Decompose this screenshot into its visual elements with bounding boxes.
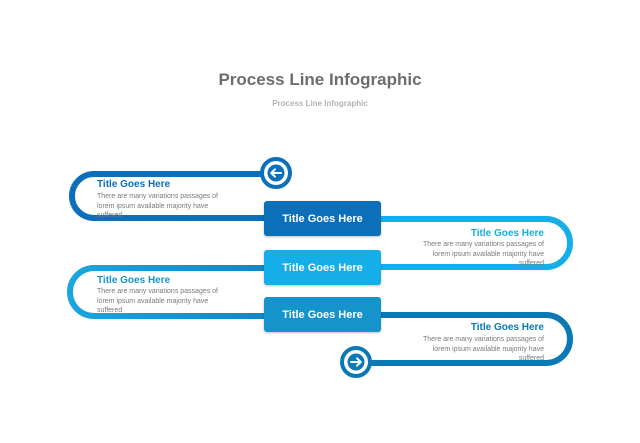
- step-1-title: Title Goes Here: [97, 179, 171, 190]
- step-4-title: Title Goes Here: [470, 322, 544, 333]
- process-line-segment-2: [375, 216, 573, 270]
- step-2-description: There are many variations passages of lo…: [422, 241, 544, 265]
- center-box-3: Title Goes Here: [264, 297, 381, 332]
- arrow-right-circle-icon: [340, 346, 372, 378]
- center-box-1: Title Goes Here: [264, 201, 381, 236]
- page-subtitle: Process Line Infographic: [272, 99, 368, 108]
- step-1-description: There are many variations passages of lo…: [97, 193, 219, 217]
- center-box-2: Title Goes Here: [264, 250, 381, 285]
- step-2-title: Title Goes Here: [470, 228, 544, 239]
- process-line-segment-1: [69, 171, 269, 221]
- process-line-segment-4: [369, 312, 573, 366]
- step-4-description: There are many variations passages of lo…: [422, 336, 544, 360]
- step-3-description: There are many variations passages of lo…: [97, 288, 219, 312]
- process-line-segment-3: [67, 265, 269, 319]
- page-title: Process Line Infographic: [218, 70, 422, 89]
- arrow-left-circle-icon: [260, 157, 292, 189]
- step-3-title: Title Goes Here: [97, 275, 171, 286]
